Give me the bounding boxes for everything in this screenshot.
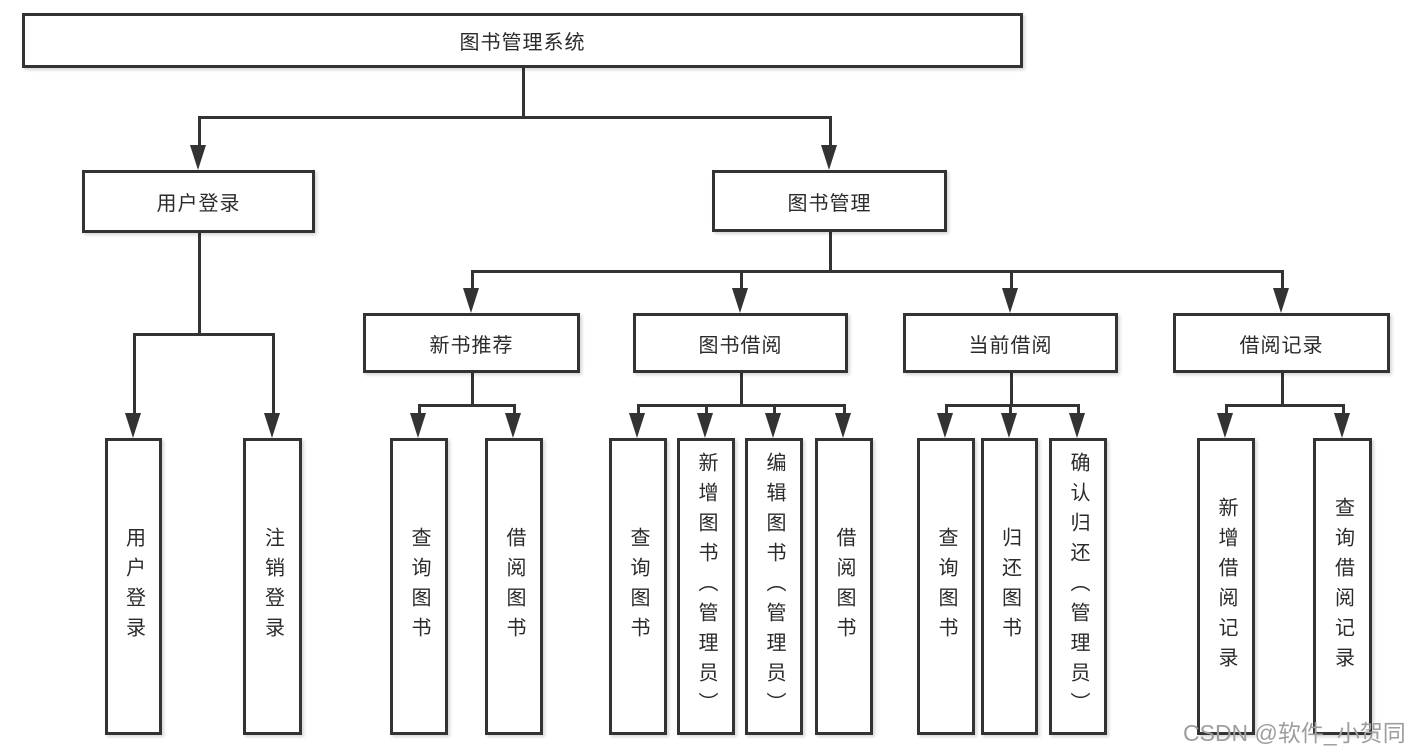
connector-drop xyxy=(133,333,136,416)
connector-drop xyxy=(1225,404,1228,416)
node-label-leaf-query-books-a: 查询图书 xyxy=(408,526,430,647)
node-root: 图书管理系统 xyxy=(22,13,1023,68)
connector-drop xyxy=(1077,404,1080,416)
connector-stem xyxy=(522,66,525,118)
node-label-leaf-add-borrow-record: 新增借阅记录 xyxy=(1215,496,1237,677)
node-label-current-borrow: 当前借阅 xyxy=(968,334,1053,357)
connector-bar xyxy=(637,404,846,407)
connector-stem xyxy=(1010,371,1013,406)
node-leaf-logout: 注销登录 xyxy=(243,438,302,735)
node-label-leaf-logout: 注销登录 xyxy=(261,526,284,647)
arrowhead-down-icon xyxy=(765,413,781,438)
arrowhead-down-icon xyxy=(732,288,748,313)
node-label-book-borrow: 图书借阅 xyxy=(698,334,783,357)
arrowhead-down-icon xyxy=(125,413,141,438)
connector-drop xyxy=(945,404,948,416)
connector-drop xyxy=(1281,270,1284,291)
connector-drop xyxy=(1009,404,1012,416)
node-leaf-confirm-return: 确认归还（管理员） xyxy=(1049,438,1107,735)
arrowhead-down-icon xyxy=(1334,413,1350,438)
arrowhead-down-icon xyxy=(1001,413,1017,438)
arrowhead-down-icon xyxy=(821,145,837,170)
arrowhead-down-icon xyxy=(1002,288,1018,313)
connector-stem xyxy=(829,230,832,272)
node-label-leaf-query-books-c: 查询图书 xyxy=(935,526,957,647)
connector-drop xyxy=(1342,404,1345,416)
node-leaf-borrow-books-a: 借阅图书 xyxy=(485,438,543,735)
node-book-borrow: 图书借阅 xyxy=(633,313,848,373)
node-leaf-query-books-c: 查询图书 xyxy=(917,438,975,735)
arrowhead-down-icon xyxy=(1069,413,1085,438)
connector-stem xyxy=(1281,371,1284,406)
arrowhead-down-icon xyxy=(410,413,426,438)
node-borrow-record: 借阅记录 xyxy=(1173,313,1390,373)
node-leaf-query-books-b: 查询图书 xyxy=(609,438,667,735)
connector-drop xyxy=(829,116,832,148)
node-label-leaf-edit-books: 编辑图书（管理员） xyxy=(763,451,785,722)
watermark: CSDN @软件_小贺同学 xyxy=(1183,720,1405,746)
node-leaf-return-books: 归还图书 xyxy=(981,438,1038,735)
node-current-borrow: 当前借阅 xyxy=(903,313,1118,373)
connector-stem xyxy=(198,231,201,335)
connector-bar xyxy=(471,270,1284,273)
node-label-borrow-record: 借阅记录 xyxy=(1239,334,1324,357)
arrowhead-down-icon xyxy=(190,145,206,170)
connector-stem xyxy=(471,371,474,406)
node-label-leaf-confirm-return: 确认归还（管理员） xyxy=(1067,451,1089,722)
node-label-book-management: 图书管理 xyxy=(787,192,872,215)
node-label-leaf-query-books-b: 查询图书 xyxy=(627,526,649,647)
arrowhead-down-icon xyxy=(1217,413,1233,438)
arrowhead-down-icon xyxy=(697,413,713,438)
connector-drop xyxy=(513,404,516,416)
connector-drop xyxy=(418,404,421,416)
arrowhead-down-icon xyxy=(1273,288,1289,313)
node-label-root: 图书管理系统 xyxy=(459,32,586,54)
connector-drop xyxy=(637,404,640,416)
node-leaf-edit-books: 编辑图书（管理员） xyxy=(745,438,803,735)
node-user-login: 用户登录 xyxy=(82,170,315,233)
node-leaf-query-borrow-record: 查询借阅记录 xyxy=(1313,438,1372,735)
connector-drop xyxy=(1010,270,1013,291)
connector-bar xyxy=(198,116,832,119)
node-label-leaf-add-books: 新增图书（管理员） xyxy=(695,451,717,722)
connector-drop xyxy=(740,270,743,291)
arrowhead-down-icon xyxy=(463,288,479,313)
connector-drop xyxy=(773,404,776,416)
connector-bar xyxy=(133,333,275,336)
connector-drop xyxy=(198,116,201,148)
connector-drop xyxy=(272,333,275,416)
connector-bar xyxy=(1225,404,1345,407)
node-label-leaf-query-borrow-record: 查询借阅记录 xyxy=(1331,496,1354,677)
node-new-book-recommend: 新书推荐 xyxy=(363,313,580,373)
arrowhead-down-icon xyxy=(835,413,851,438)
arrowhead-down-icon xyxy=(505,413,521,438)
connector-stem xyxy=(740,371,743,406)
node-label-leaf-user-login: 用户登录 xyxy=(122,526,145,647)
arrowhead-down-icon xyxy=(264,413,280,438)
arrowhead-down-icon xyxy=(629,413,645,438)
node-book-management: 图书管理 xyxy=(712,170,947,232)
connector-drop xyxy=(705,404,708,416)
node-label-new-book-recommend: 新书推荐 xyxy=(429,334,514,357)
node-leaf-query-books-a: 查询图书 xyxy=(390,438,448,735)
arrowhead-down-icon xyxy=(937,413,953,438)
node-leaf-user-login: 用户登录 xyxy=(105,438,162,735)
node-leaf-borrow-books-b: 借阅图书 xyxy=(815,438,873,735)
node-leaf-add-books: 新增图书（管理员） xyxy=(677,438,735,735)
connector-drop xyxy=(471,270,474,291)
node-label-leaf-borrow-books-b: 借阅图书 xyxy=(833,526,855,647)
node-label-user-login: 用户登录 xyxy=(156,193,241,215)
connector-bar xyxy=(418,404,516,407)
connector-bar xyxy=(945,404,1080,407)
node-leaf-add-borrow-record: 新增借阅记录 xyxy=(1197,438,1255,735)
node-label-leaf-borrow-books-a: 借阅图书 xyxy=(503,526,525,647)
connector-drop xyxy=(843,404,846,416)
node-label-leaf-return-books: 归还图书 xyxy=(998,526,1021,647)
